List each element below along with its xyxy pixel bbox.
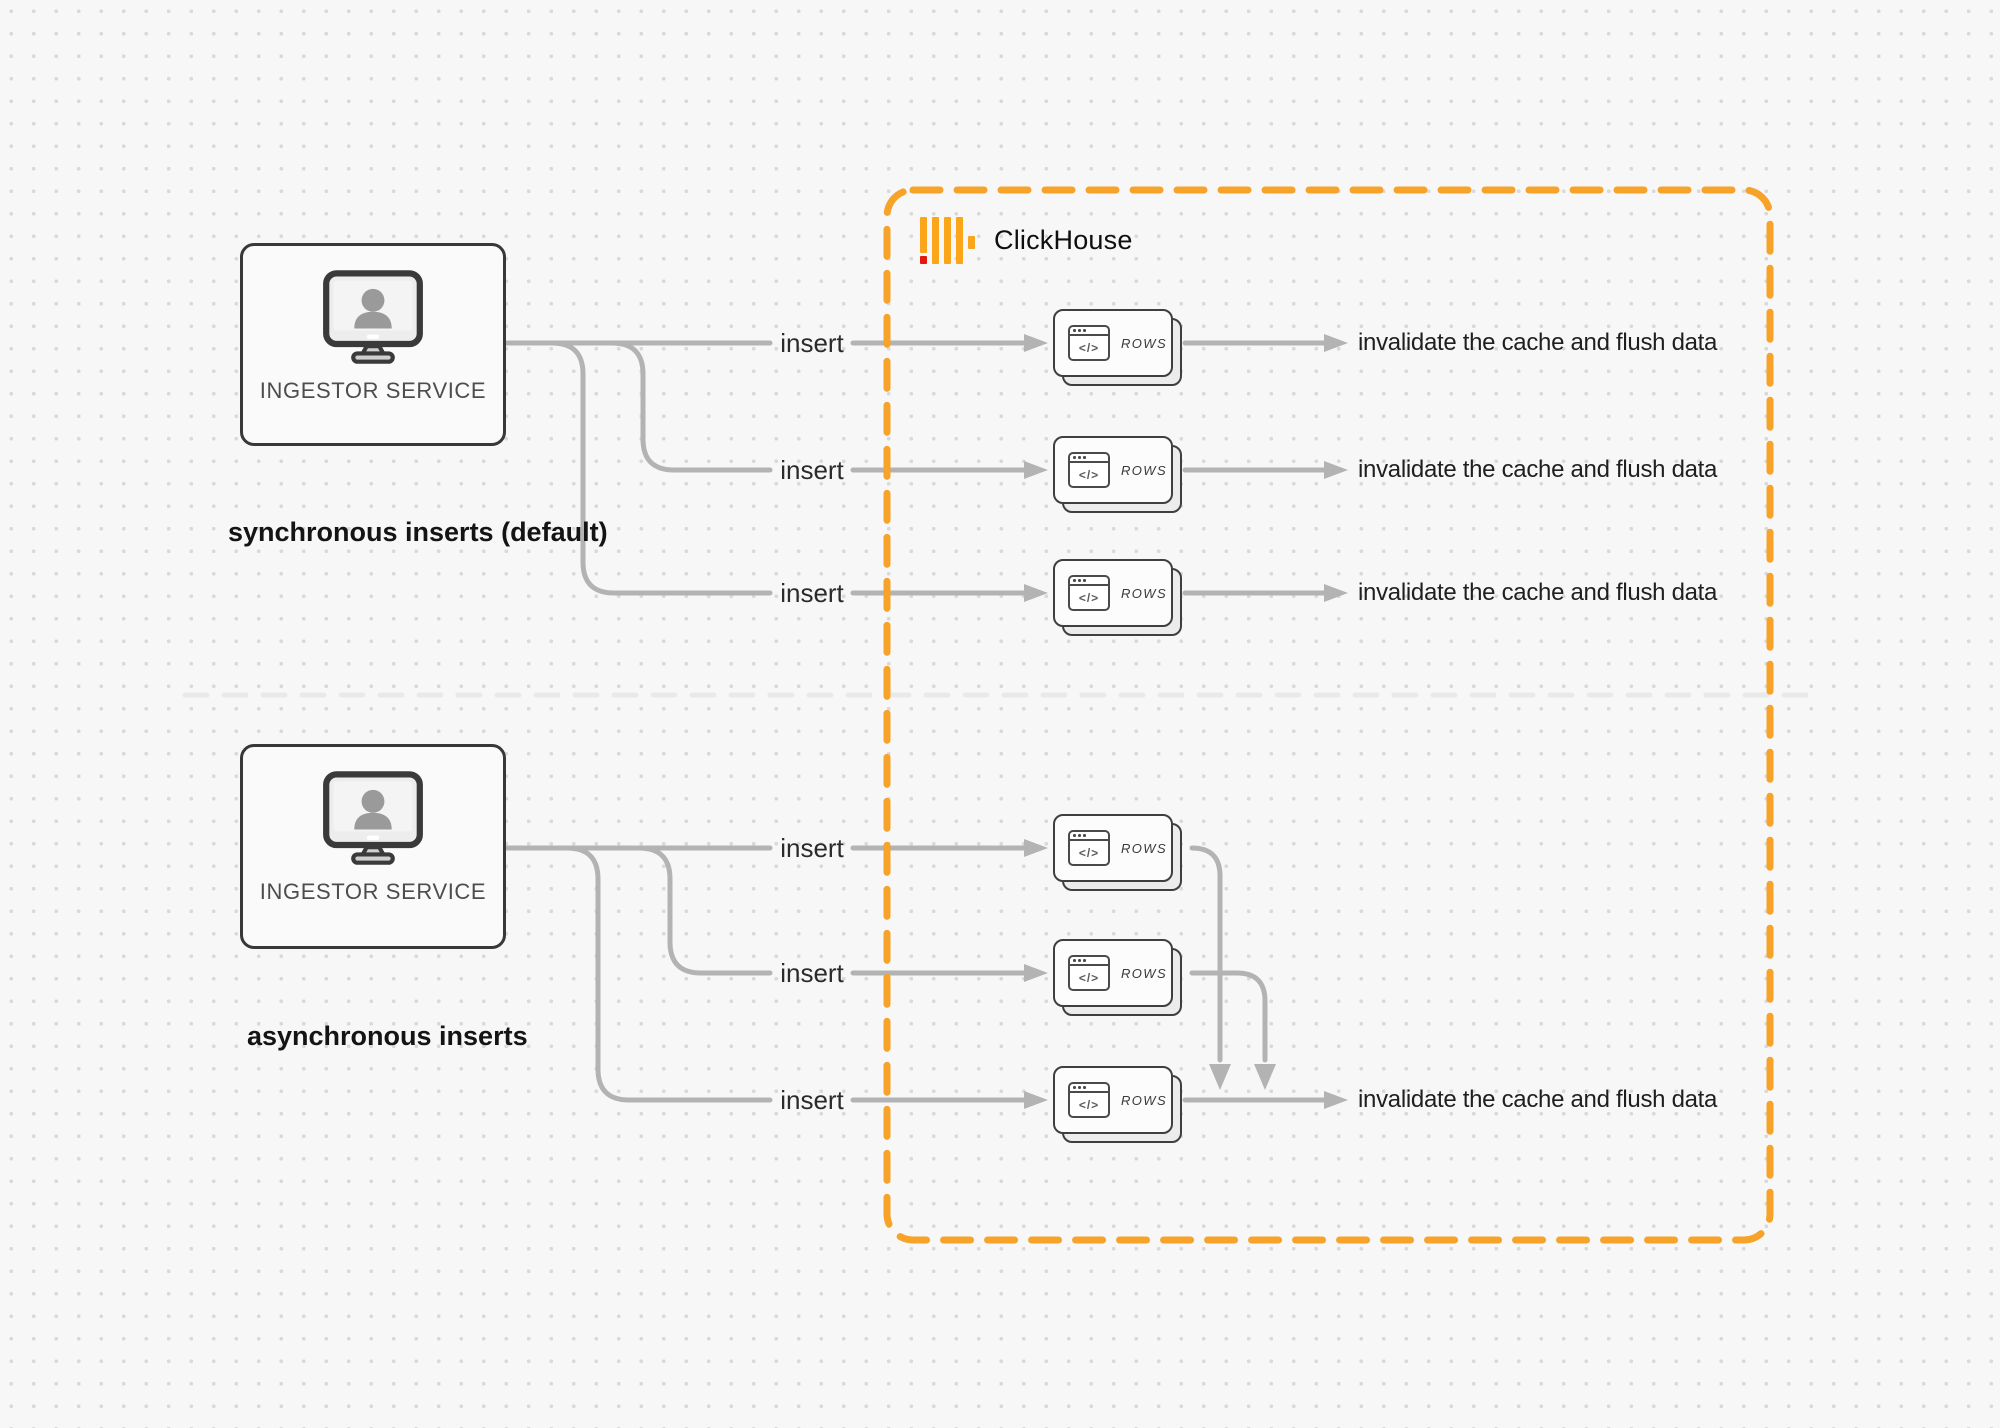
insert-label: insert (780, 958, 844, 988)
rows-node: </> ROWS (1053, 436, 1185, 516)
rows-label: ROWS (1121, 462, 1168, 478)
rows-label: ROWS (1121, 840, 1168, 856)
result-label: invalidate the cache and flush data (1358, 1086, 1718, 1113)
arrowheads (1024, 334, 1348, 1109)
rows-node: </> ROWS (1053, 559, 1185, 639)
code-glyph: </> (1078, 970, 1100, 985)
rows-label: ROWS (1121, 585, 1168, 601)
caption-synchronous-inserts: synchronous inserts (default) (228, 517, 608, 547)
caption-asynchronous-inserts: asynchronous inserts (247, 1021, 528, 1051)
rows-node: </> ROWS (1053, 1066, 1185, 1146)
code-glyph: </> (1078, 340, 1100, 355)
monitor-user-icon (323, 270, 423, 364)
browser-window-icon: </> (1068, 955, 1110, 991)
code-glyph: </> (1078, 467, 1100, 482)
result-label: invalidate the cache and flush data (1358, 456, 1718, 483)
result-label: invalidate the cache and flush data (1358, 329, 1718, 356)
insert-label: insert (780, 833, 844, 863)
code-glyph: </> (1078, 845, 1100, 860)
insert-label: insert (780, 455, 844, 485)
browser-window-icon: </> (1068, 575, 1110, 611)
ingestor-service-label: INGESTOR SERVICE (259, 879, 487, 904)
ingestor-service-box-async: INGESTOR SERVICE (240, 744, 506, 949)
rows-label: ROWS (1121, 335, 1168, 351)
result-label: invalidate the cache and flush data (1358, 579, 1718, 606)
clickhouse-label: ClickHouse (994, 224, 1133, 255)
code-glyph: </> (1078, 1097, 1100, 1112)
rows-node: </> ROWS (1053, 939, 1185, 1019)
browser-window-icon: </> (1068, 452, 1110, 488)
ingestor-service-label: INGESTOR SERVICE (259, 378, 487, 403)
clickhouse-dashed-box (883, 186, 1774, 1244)
clickhouse-header: ClickHouse (920, 216, 1133, 264)
insert-label: insert (780, 578, 844, 608)
insert-label: insert (780, 1085, 844, 1115)
rows-node: </> ROWS (1053, 814, 1185, 894)
browser-window-icon: </> (1068, 830, 1110, 866)
browser-window-icon: </> (1068, 325, 1110, 361)
monitor-user-icon (323, 771, 423, 865)
code-glyph: </> (1078, 590, 1100, 605)
rows-label: ROWS (1121, 1092, 1168, 1108)
browser-window-icon: </> (1068, 1082, 1110, 1118)
rows-label: ROWS (1121, 965, 1168, 981)
insert-label: insert (780, 328, 844, 358)
ingestor-service-box-sync: INGESTOR SERVICE (240, 243, 506, 446)
connector-lines (502, 340, 1327, 1103)
rows-node: </> ROWS (1053, 309, 1185, 389)
clickhouse-logo-icon (920, 216, 976, 264)
